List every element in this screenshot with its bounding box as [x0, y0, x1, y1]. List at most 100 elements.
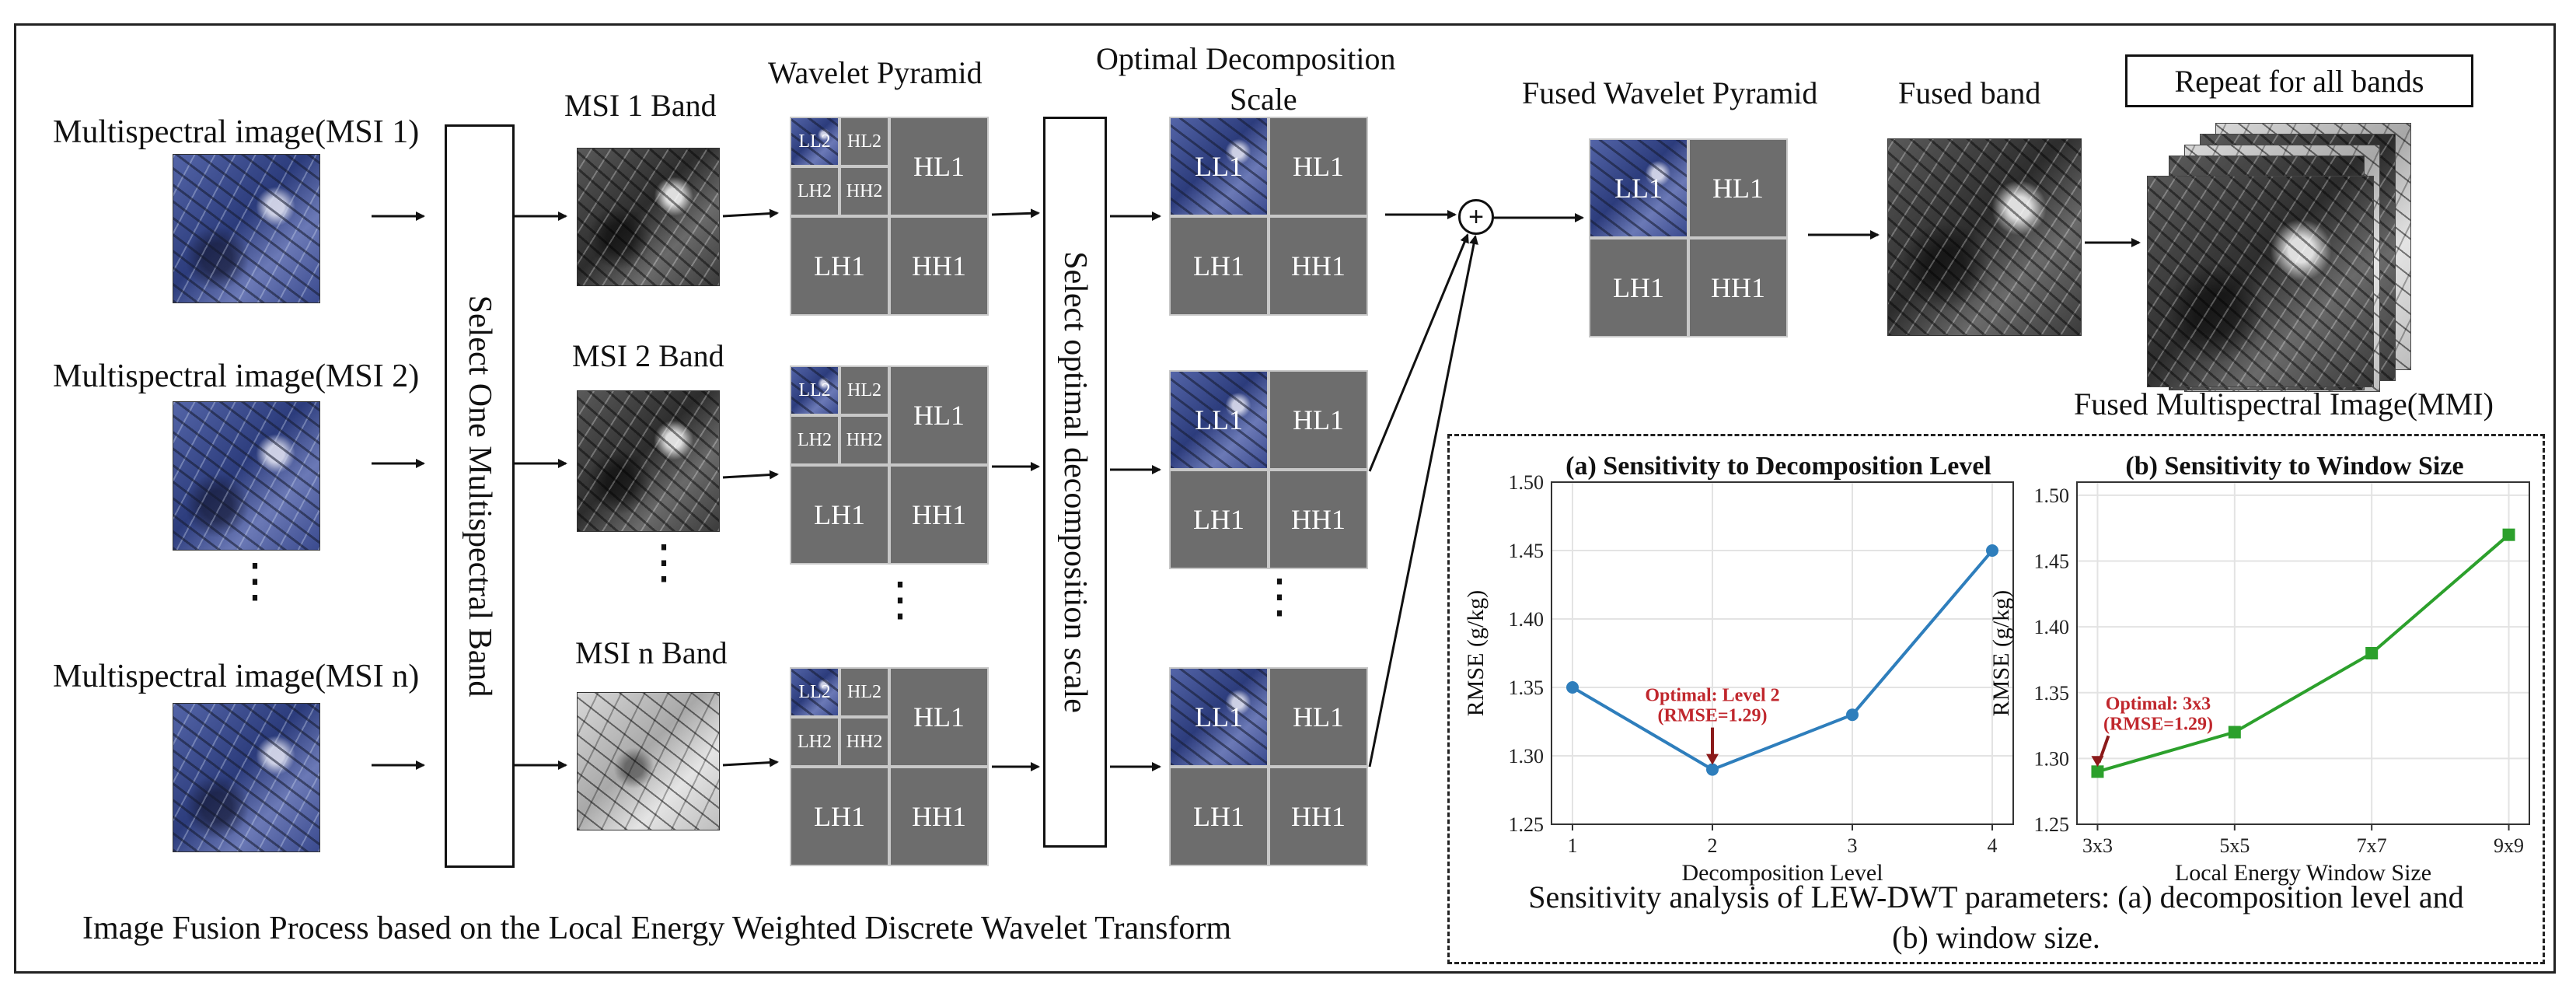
lh1-subband: LH1 — [1589, 238, 1688, 337]
msi-2-label: Multispectral image(MSI 2) — [53, 358, 420, 394]
data-point — [2365, 647, 2379, 659]
hl2-subband: HL2 — [839, 667, 889, 717]
sensitivity-caption-line2: (b) window size. — [1892, 920, 2100, 955]
select-band-box: Select One Multispectral Band — [445, 124, 515, 868]
lh2-subband: LH2 — [790, 717, 839, 767]
annotation-line1: Optimal: Level 2 — [1645, 686, 1779, 706]
hh1-subband: HH1 — [889, 465, 989, 565]
chart-title: (a) Sensitivity to Decomposition Level — [1565, 452, 1991, 481]
chart-title: (b) Sensitivity to Window Size — [2125, 452, 2463, 481]
hl1-subband: HL1 — [1688, 138, 1788, 238]
hl1-subband: HL1 — [1269, 667, 1368, 767]
annotation-line1: Optimal: 3x3 — [2106, 694, 2211, 714]
ll2-subband: LL2 — [790, 667, 839, 717]
band-2-image — [577, 390, 720, 532]
wavelet-pyramid-2: LL2 HL2 LH2 HH2 HL1 LH1 HH1 — [790, 365, 989, 565]
x-tick-label: 9x9 — [2494, 834, 2524, 857]
lh1-subband: LH1 — [790, 465, 889, 565]
hh1-subband: HH1 — [1269, 216, 1368, 316]
plot-frame — [1551, 481, 2014, 825]
fused-mmi-image — [2147, 176, 2374, 387]
x-tick-label: 1 — [1568, 834, 1578, 857]
y-tick-label: 1.30 — [2034, 747, 2070, 770]
y-tick-label: 1.50 — [2034, 484, 2070, 507]
repeat-label-box: Repeat for all bands — [2125, 54, 2473, 107]
ll2-subband: LL2 — [790, 365, 839, 415]
msi-1-label: Multispectral image(MSI 1) — [53, 114, 420, 150]
fused-band-image — [1887, 138, 2082, 336]
lh2-subband: LH2 — [790, 166, 839, 216]
annotation-arrowhead — [2091, 756, 2104, 767]
band-n-image — [577, 692, 720, 830]
ll1-subband: LL1 — [1169, 117, 1269, 216]
data-point — [1566, 681, 1579, 694]
lh1-subband: LH1 — [1169, 470, 1269, 569]
x-tick-label: 3 — [1848, 834, 1858, 857]
y-tick-label: 1.45 — [2034, 551, 2070, 573]
lh2-subband: LH2 — [790, 415, 839, 465]
y-tick-label: 1.45 — [1509, 540, 1545, 562]
series-line — [2096, 533, 2510, 774]
ll1-subband: LL1 — [1169, 370, 1269, 470]
hl1-subband: HL1 — [889, 365, 989, 465]
band-1-label: MSI 1 Band — [564, 88, 717, 123]
hl2-subband: HL2 — [839, 117, 889, 166]
hl1-subband: HL1 — [889, 667, 989, 767]
x-tick-label: 4 — [1988, 834, 1998, 857]
hh1-subband: HH1 — [889, 216, 989, 316]
lh1-subband: LH1 — [790, 767, 889, 866]
data-point — [2228, 726, 2241, 739]
hl1-subband: HL1 — [889, 117, 989, 216]
x-tick-label: 7x7 — [2357, 834, 2387, 857]
sensitivity-caption-line1: Sensitivity analysis of LEW-DWT paramete… — [1528, 879, 2464, 914]
optimal-pyramid-1: LL1 HL1 LH1 HH1 — [1169, 117, 1368, 316]
process-caption: Image Fusion Process based on the Local … — [82, 911, 1232, 946]
wavelet-pyramid-title: Wavelet Pyramid — [768, 55, 983, 90]
fused-pyramid-title: Fused Wavelet Pyramid — [1522, 75, 1818, 110]
y-tick-label: 1.25 — [1509, 813, 1545, 836]
band-1-image — [577, 148, 720, 286]
ll2-subband: LL2 — [790, 117, 839, 166]
plot-frame — [2076, 481, 2530, 825]
y-tick-label: 1.35 — [2034, 682, 2070, 705]
band-n-label: MSI n Band — [575, 635, 728, 670]
msi-n-image — [173, 703, 320, 852]
y-tick-label: 1.50 — [1509, 471, 1545, 494]
hh2-subband: HH2 — [839, 717, 889, 767]
ll1-subband: LL1 — [1589, 138, 1688, 238]
hh2-subband: HH2 — [839, 166, 889, 216]
ll1-subband: LL1 — [1169, 667, 1269, 767]
optimal-pyramid-n: LL1 HL1 LH1 HH1 — [1169, 667, 1368, 866]
msi-2-image — [173, 401, 320, 551]
hh1-subband: HH1 — [1688, 238, 1788, 337]
annotation-line2: (RMSE=1.29) — [1658, 706, 1768, 726]
data-point — [1846, 708, 1859, 722]
y-tick-label: 1.40 — [2034, 616, 2070, 638]
x-axis-label: Decomposition Level — [1681, 860, 1883, 886]
wavelet-pyramid-1: LL2 HL2 LH2 HH2 HL1 LH1 HH1 — [790, 117, 989, 316]
y-tick-label: 1.25 — [2034, 813, 2070, 836]
hl1-subband: HL1 — [1269, 370, 1368, 470]
fused-mmi-label: Fused Multispectral Image(MMI) — [2074, 386, 2494, 421]
repeat-label: Repeat for all bands — [2174, 63, 2424, 99]
series-line — [1571, 549, 1994, 771]
msi-1-image — [173, 154, 320, 303]
optimal-scale-title-line1: Optimal Decomposition — [1096, 41, 1396, 76]
x-axis-label: Local Energy Window Size — [2175, 860, 2431, 886]
annotation-line2: (RMSE=1.29) — [2103, 714, 2213, 734]
data-point — [1986, 544, 1998, 557]
fused-pyramid: LL1 HL1 LH1 HH1 — [1589, 138, 1788, 337]
x-tick-label: 2 — [1708, 834, 1718, 857]
y-tick-label: 1.35 — [1509, 677, 1545, 699]
hh1-subband: HH1 — [1269, 470, 1368, 569]
select-scale-box: Select optimal decomposition scale — [1043, 117, 1107, 848]
data-point — [2502, 528, 2515, 541]
hl1-subband: HL1 — [1269, 117, 1368, 216]
outer-frame — [14, 23, 2556, 974]
y-axis-label: RMSE (g/kg) — [1463, 590, 1489, 717]
y-tick-label: 1.30 — [1509, 745, 1545, 767]
hh1-subband: HH1 — [1269, 767, 1368, 866]
sensitivity-panel — [1447, 434, 2545, 964]
fused-band-title: Fused band — [1898, 75, 2041, 110]
